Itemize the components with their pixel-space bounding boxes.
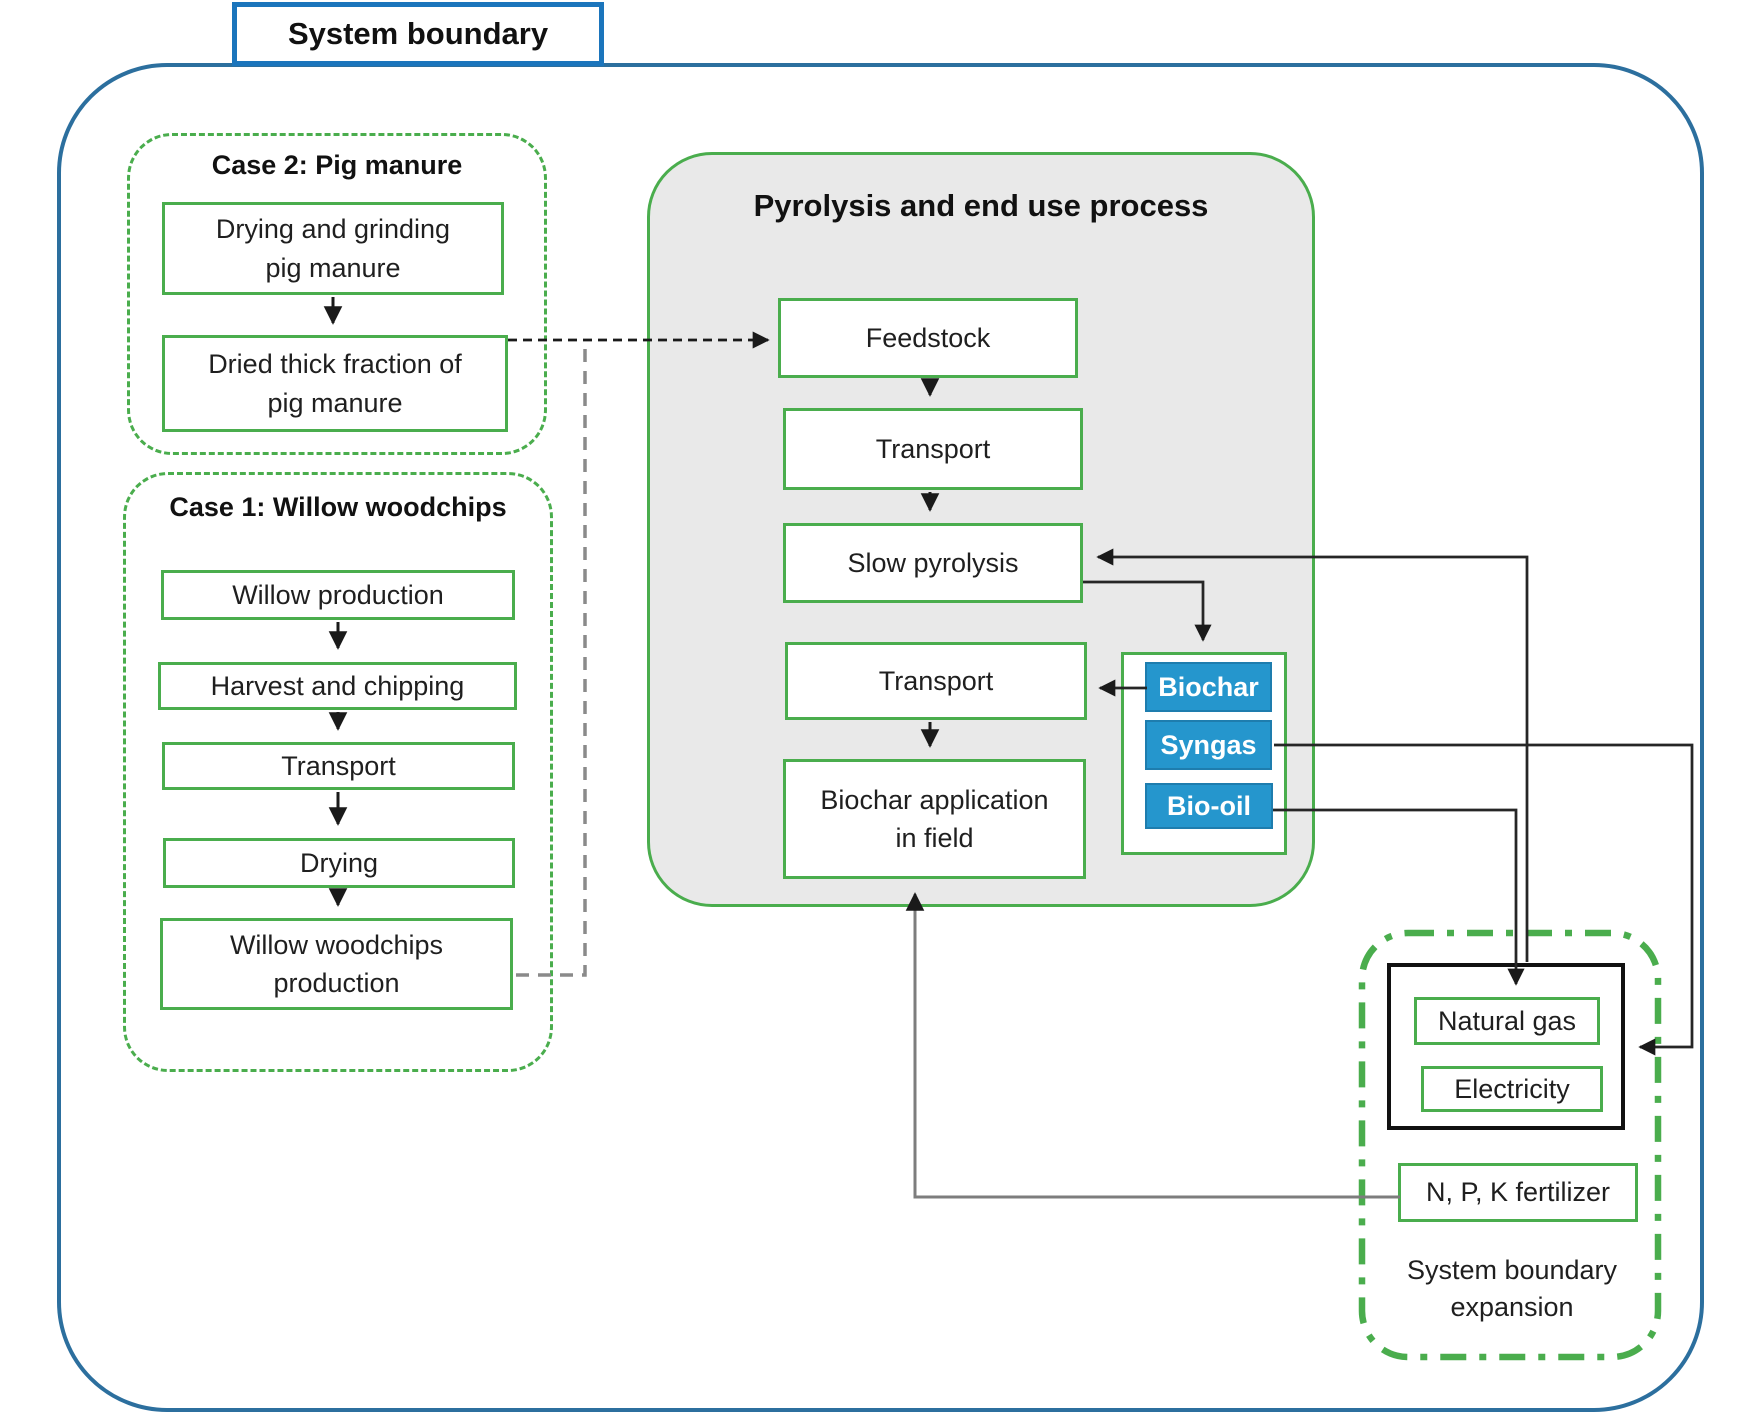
box-natural-gas: Natural gas [1414,997,1600,1045]
case1-title: Case 1: Willow woodchips [169,492,507,522]
box-biochar-application: Biochar application in field [783,759,1086,879]
box-feedstock: Feedstock [778,298,1078,378]
box-line: production [273,968,400,998]
box-transport-pyro-1: Transport [783,408,1083,490]
box-line: Drying [299,847,379,878]
box-dried-thick-fraction: Dried thick fraction of pig manure [162,335,508,432]
case2-group-outline [127,133,547,455]
box-line: Electricity [1454,1073,1570,1104]
box-line: Feedstock [865,322,991,353]
box-line: Transport [281,750,396,781]
box-willow-woodchips-production: Willow woodchips production [160,918,513,1010]
box-line: N, P, K fertilizer [1425,1177,1611,1208]
box-line: Willow woodchips [229,929,444,960]
box-line: Biochar application [820,784,1049,815]
box-line: Willow production [232,579,444,610]
box-line: Drying and grinding [215,214,451,245]
box-npk-fertilizer: N, P, K fertilizer [1398,1163,1638,1222]
box-line: in field [895,823,974,853]
box-line: Dried thick fraction of [208,349,462,380]
expansion-label: System boundary expansion [1372,1252,1652,1327]
box-transport-pyro-2: Transport [785,642,1087,720]
box-willow-production: Willow production [161,570,515,620]
box-line: pig manure [265,252,401,283]
expansion-label-line: expansion [1450,1292,1574,1323]
box-electricity: Electricity [1421,1066,1603,1112]
pyrolysis-title: Pyrolysis and end use process [753,188,1209,223]
box-slow-pyrolysis: Slow pyrolysis [783,523,1083,603]
box-drying: Drying [163,838,515,888]
expansion-label-line: System boundary [1406,1255,1618,1285]
box-line: Harvest and chipping [210,670,465,701]
system-boundary-label: System boundary [232,2,604,66]
box-line: pig manure [267,387,403,418]
box-bio-oil: Bio-oil [1145,783,1273,829]
case2-title: Case 2: Pig manure [211,150,463,180]
box-line: Slow pyrolysis [847,547,1019,578]
box-biochar: Biochar [1145,662,1272,712]
box-line: Transport [875,433,991,464]
box-syngas: Syngas [1145,720,1272,770]
box-line: Natural gas [1437,1005,1577,1036]
system-boundary-outline [57,63,1704,1412]
box-line: Transport [878,665,994,696]
box-transport-case1: Transport [162,742,515,790]
box-drying-grinding-pig-manure: Drying and grinding pig manure [162,202,504,295]
box-harvest-chipping: Harvest and chipping [158,662,517,710]
